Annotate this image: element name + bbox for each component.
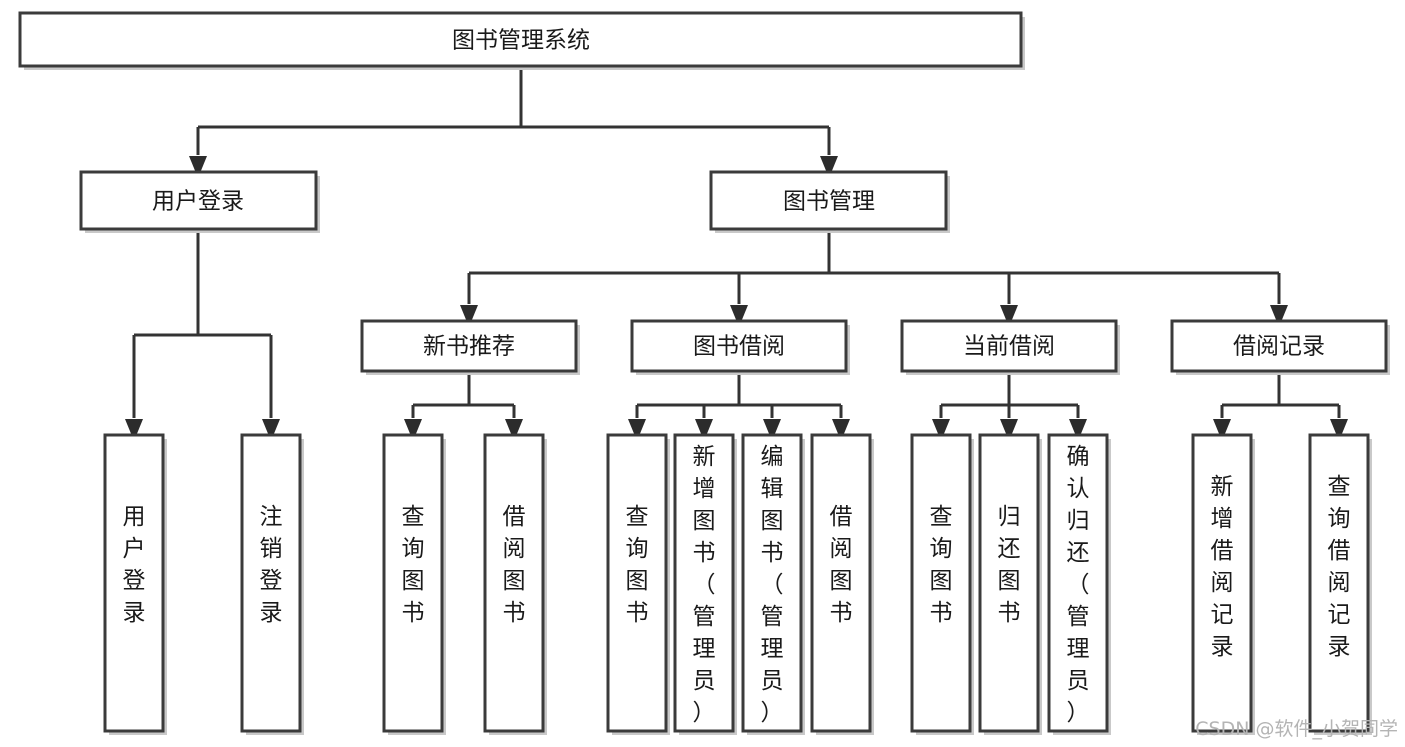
edges-layer (125, 66, 1348, 441)
leaf-logout-label: 注销登录 (260, 504, 283, 626)
node-book-borrow[interactable]: 图书借阅 (630, 319, 850, 375)
leaf-user-login[interactable]: 用户登录 (103, 433, 167, 735)
node-user-login-label: 用户登录 (152, 189, 244, 215)
node-root[interactable]: 图书管理系统 (18, 11, 1025, 70)
leaf-edit-book-admin-label: 编辑图书（管理员） (761, 444, 784, 726)
csdn-watermark: CSDN @软件_小贺同学 (1195, 718, 1398, 740)
leaf-query-book-2-label: 查询图书 (626, 504, 649, 626)
node-current-borrow[interactable]: 当前借阅 (900, 319, 1120, 375)
leaf-query-book-3[interactable]: 查询图书 (910, 433, 974, 735)
leaf-query-book-3-label: 查询图书 (930, 504, 953, 626)
leaf-edit-book-admin[interactable]: 编辑图书（管理员） (741, 433, 805, 735)
node-borrow-records-label: 借阅记录 (1233, 334, 1325, 360)
leaf-add-borrow-record[interactable]: 新增借阅记录 (1191, 433, 1255, 735)
leaf-add-borrow-record-label: 新增借阅记录 (1211, 474, 1234, 660)
node-book-borrow-label: 图书借阅 (693, 334, 785, 360)
node-book-management-label: 图书管理 (783, 189, 875, 215)
leaf-user-login-label: 用户登录 (123, 504, 146, 626)
node-current-borrow-label: 当前借阅 (963, 334, 1055, 360)
leaf-query-borrow-record-label: 查询借阅记录 (1328, 474, 1351, 660)
leaf-borrow-book-2[interactable]: 借阅图书 (810, 433, 874, 735)
leaf-query-book-2[interactable]: 查询图书 (606, 433, 670, 735)
node-new-book-recommend[interactable]: 新书推荐 (360, 319, 580, 375)
leaf-confirm-return-admin-label: 确认归还（管理员） (1067, 444, 1090, 726)
node-root-label: 图书管理系统 (452, 28, 590, 54)
node-book-management[interactable]: 图书管理 (709, 170, 950, 233)
leaf-query-borrow-record[interactable]: 查询借阅记录 (1308, 433, 1372, 735)
leaf-add-book-admin[interactable]: 新增图书（管理员） (673, 433, 737, 735)
leaf-borrow-book-1[interactable]: 借阅图书 (483, 433, 547, 735)
nodes-layer: 图书管理系统 用户登录 图书管理 新书推荐 (18, 11, 1390, 735)
leaf-logout[interactable]: 注销登录 (240, 433, 304, 735)
leaf-return-book-label: 归还图书 (998, 504, 1021, 626)
node-user-login[interactable]: 用户登录 (79, 170, 320, 233)
leaf-query-book-1-label: 查询图书 (402, 504, 425, 626)
leaf-borrow-book-2-label: 借阅图书 (830, 504, 853, 626)
node-new-book-recommend-label: 新书推荐 (423, 334, 515, 360)
leaf-borrow-book-1-label: 借阅图书 (503, 504, 526, 626)
leaf-return-book[interactable]: 归还图书 (978, 433, 1042, 735)
leaf-confirm-return-admin[interactable]: 确认归还（管理员） (1047, 433, 1111, 735)
leaf-add-book-admin-label: 新增图书（管理员） (693, 444, 716, 726)
node-borrow-records[interactable]: 借阅记录 (1170, 319, 1390, 375)
leaf-query-book-1[interactable]: 查询图书 (382, 433, 446, 735)
